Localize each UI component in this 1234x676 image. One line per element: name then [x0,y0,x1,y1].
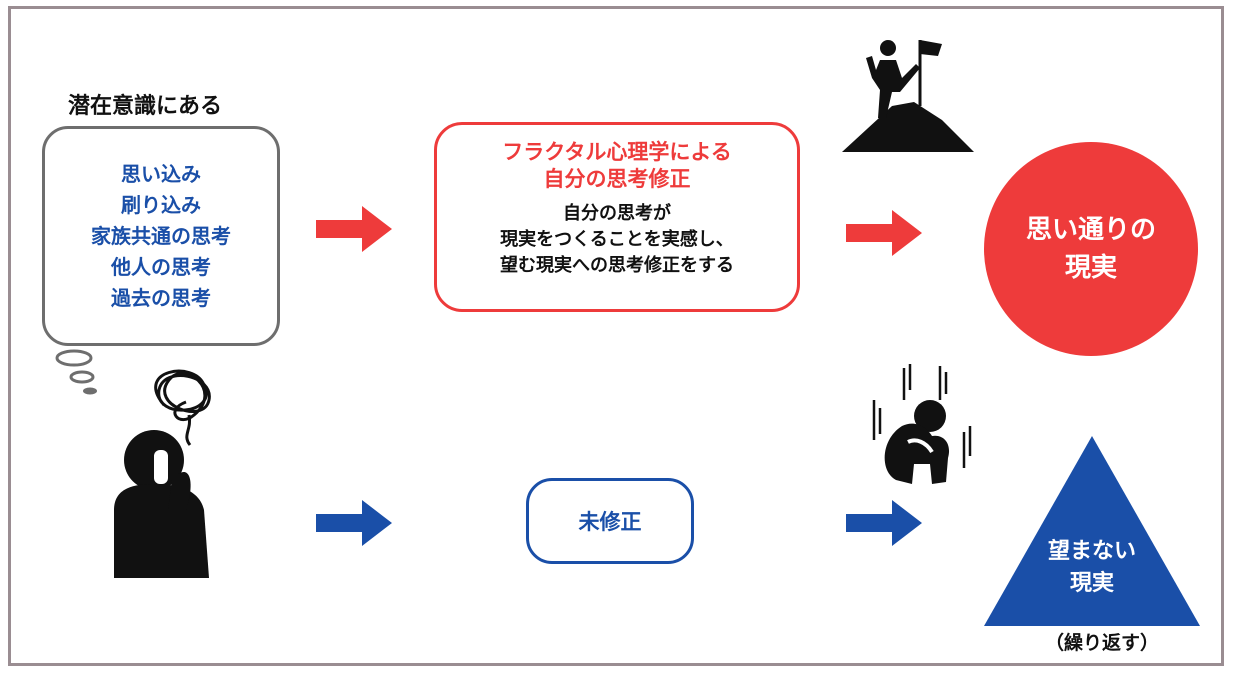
desired-reality-line: 現実 [1064,253,1117,283]
undesired-reality-triangle [984,436,1200,626]
subconscious-item: 他人の思考 [111,255,211,279]
blue-arrow-icon [846,500,922,546]
subconscious-item: 刷り込み [121,193,201,217]
desired-reality-line: 思い通りの [1025,215,1156,245]
subconscious-box: 思い込み 刷り込み 家族共通の思考 他人の思考 過去の思考 [42,126,280,346]
fractal-body-line: 自分の思考が [563,203,671,224]
subconscious-item: 過去の思考 [111,286,211,310]
thought-bubble-icon [55,349,97,395]
uncorrected-box: 未修正 [526,478,694,564]
fractal-title-line: 自分の思考修正 [543,167,691,191]
repeat-note: （繰り返す） [1044,632,1159,654]
undesired-reality-text: 望まない 現実 [1010,536,1174,600]
diagram-frame [8,6,1224,666]
fractal-body-line: 望む現実への思考修正をする [500,255,734,276]
subconscious-heading: 潜在意識にある [68,94,223,119]
fractal-body-line: 現実をつくることを実感し、 [500,229,734,250]
subconscious-item: 家族共通の思考 [91,224,231,248]
subconscious-item: 思い込み [121,162,201,186]
confused-person-icon [114,369,211,578]
summit-person-icon [842,40,974,152]
red-arrow-icon [316,206,392,252]
desired-reality-circle: 思い通りの 現実 [984,142,1198,356]
fractal-title-line: フラクタル心理学による [502,140,732,164]
red-arrow-icon [846,210,922,256]
undesired-reality-line: 現実 [1069,571,1114,596]
sad-sitting-person-icon [872,364,972,484]
blue-arrow-icon [316,500,392,546]
undesired-reality-line: 望まない [1047,539,1136,564]
fractal-correction-box: フラクタル心理学による 自分の思考修正 自分の思考が 現実をつくることを実感し、… [434,122,800,312]
